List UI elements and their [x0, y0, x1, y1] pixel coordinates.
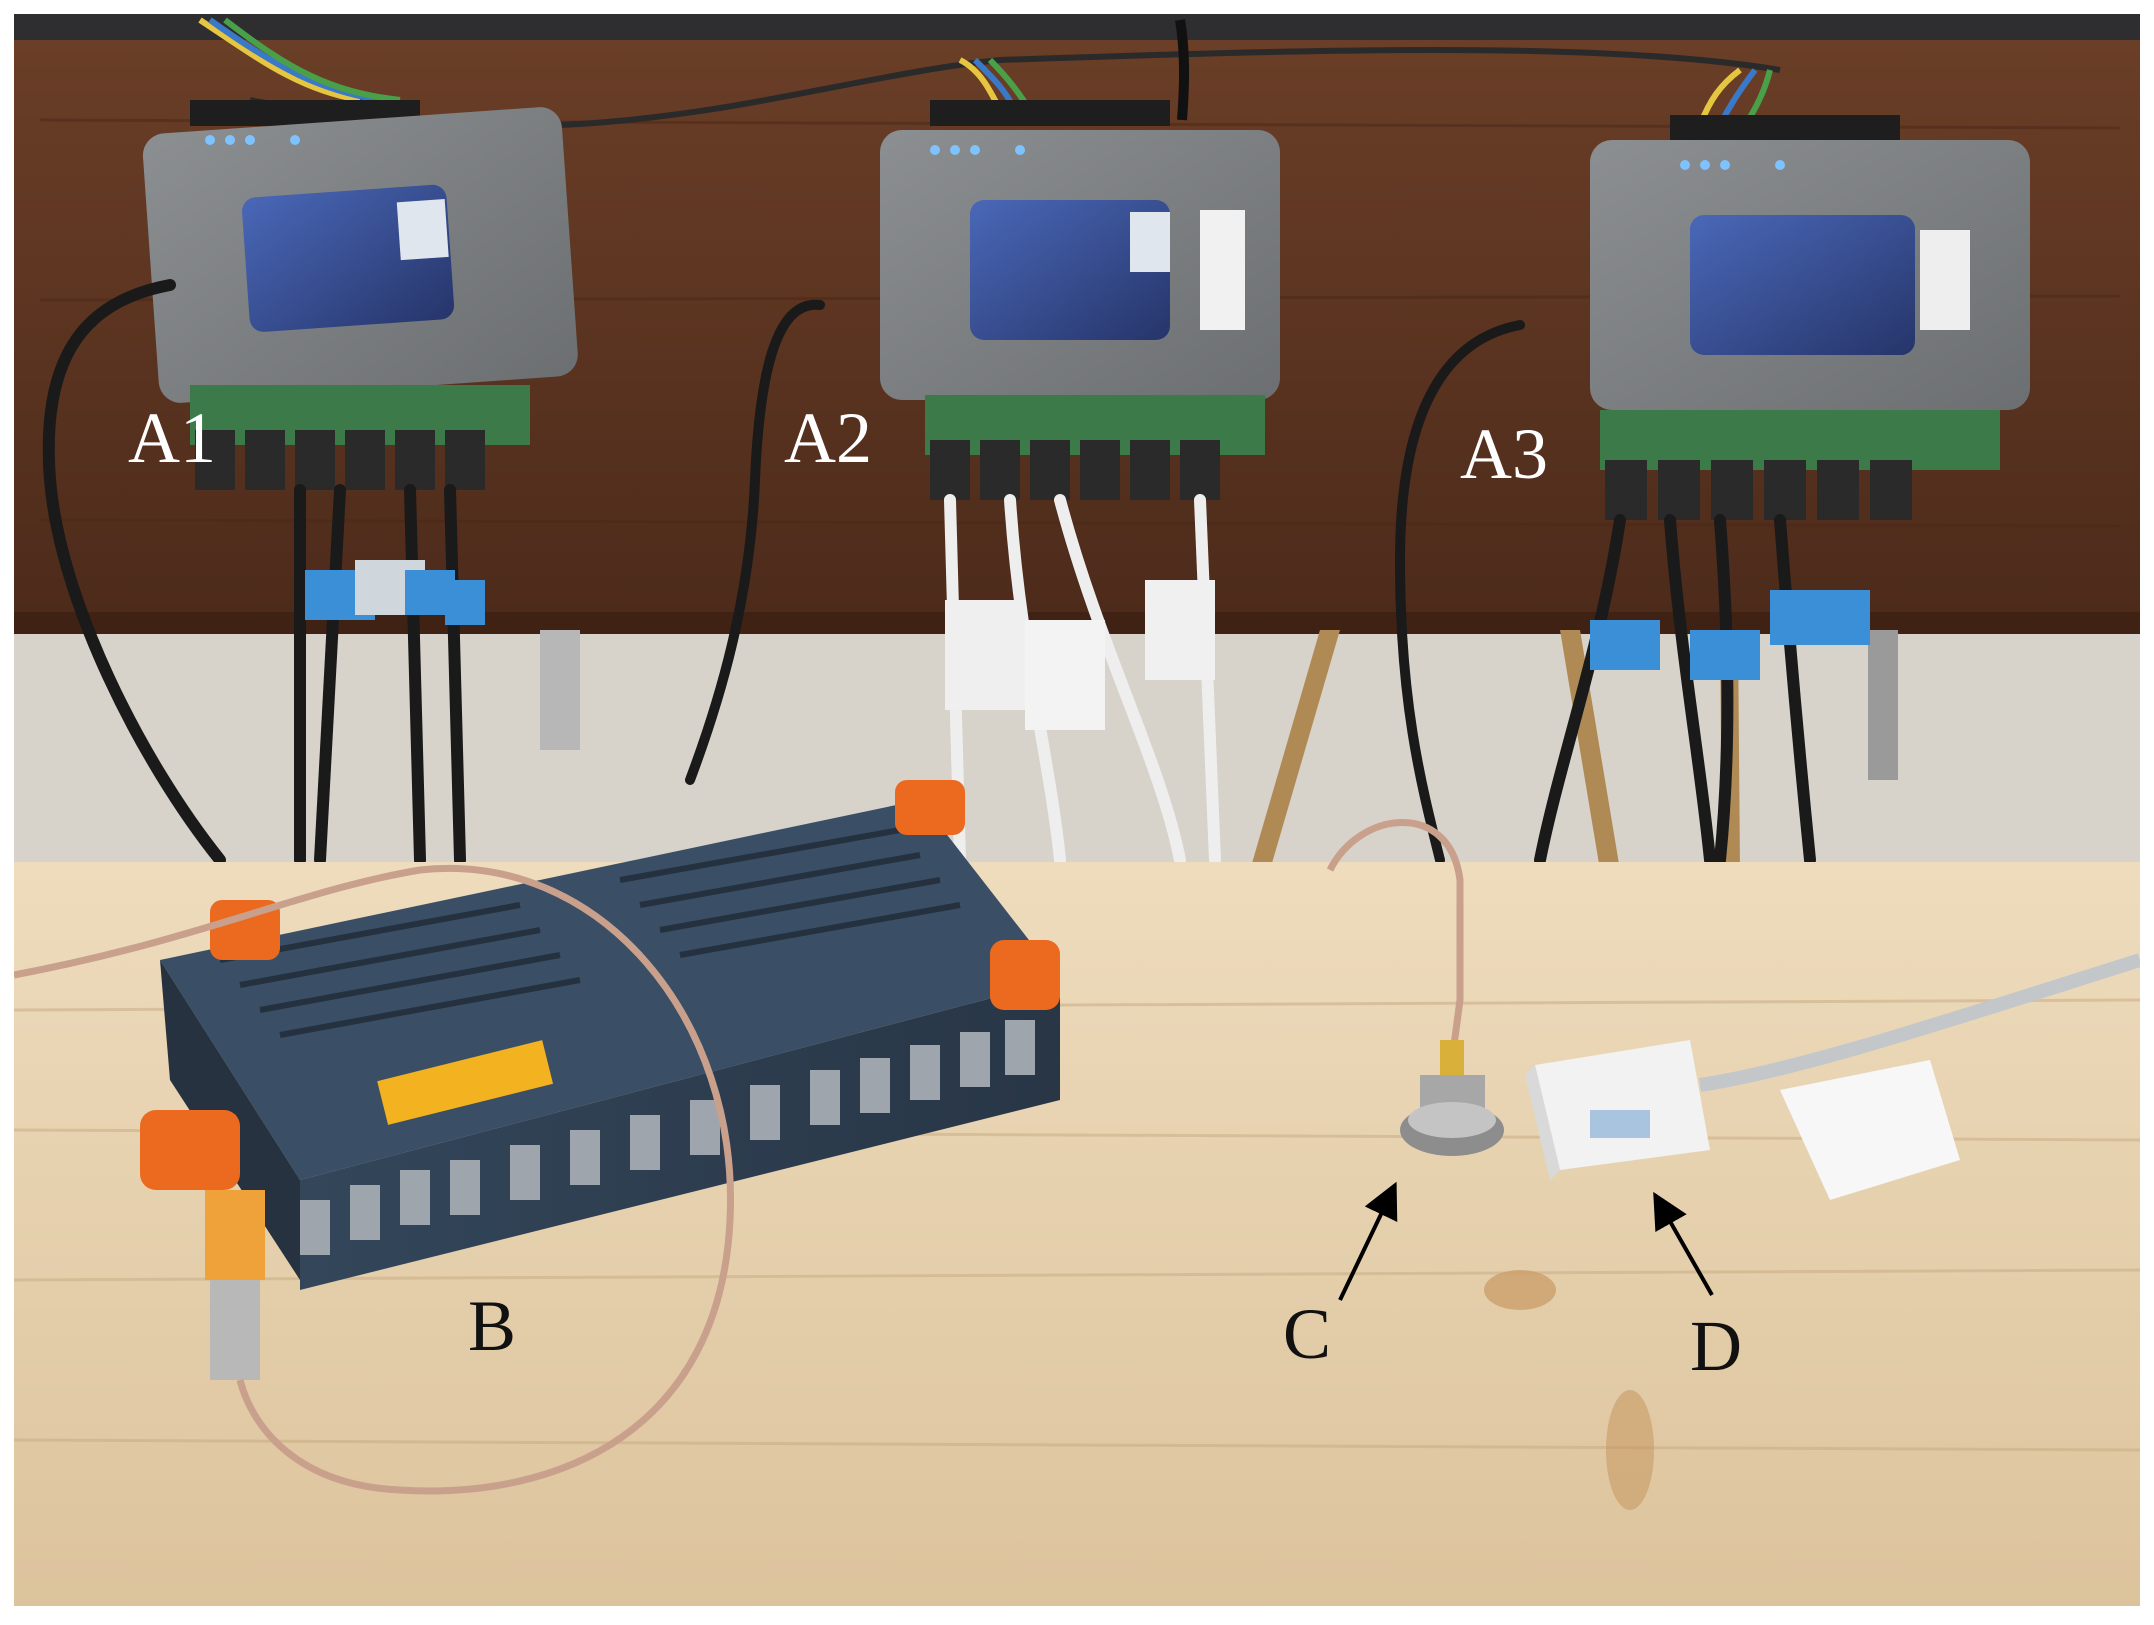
- label-a3: A3: [1460, 414, 1548, 494]
- tape-bands: [305, 560, 1870, 730]
- daq-module-a3: [1590, 115, 2030, 520]
- sensor-c: [1326, 819, 1504, 1156]
- bnc-connector: [210, 1280, 260, 1380]
- status-leds: [930, 145, 1025, 155]
- label-d: D: [1690, 1306, 1742, 1386]
- metal-leg: [1868, 630, 1898, 780]
- arrow-to-sensor-d: [1653, 1191, 1714, 1296]
- label-a1: A1: [128, 398, 216, 478]
- arrow-to-sensor-c: [1338, 1181, 1398, 1301]
- coax-cable-loop: [13, 865, 734, 1495]
- daq-module-a2: [880, 100, 1280, 500]
- floor-object: [540, 630, 580, 750]
- wood-knot: [1606, 1390, 1654, 1510]
- status-leds: [1680, 160, 1785, 170]
- daq-module-a1: [142, 100, 578, 490]
- sub-d-connectors: [300, 1020, 1035, 1255]
- sensor-d: [1525, 953, 2143, 1200]
- connector-adapter: [205, 1190, 265, 1280]
- label-c: C: [1283, 1294, 1332, 1374]
- wood-knot: [1484, 1270, 1556, 1310]
- corner-bumpers: [140, 780, 1060, 1190]
- label-a2: A2: [784, 398, 872, 478]
- label-b: B: [468, 1286, 517, 1366]
- status-leds: [205, 135, 300, 145]
- amplifier-b: [140, 780, 1060, 1380]
